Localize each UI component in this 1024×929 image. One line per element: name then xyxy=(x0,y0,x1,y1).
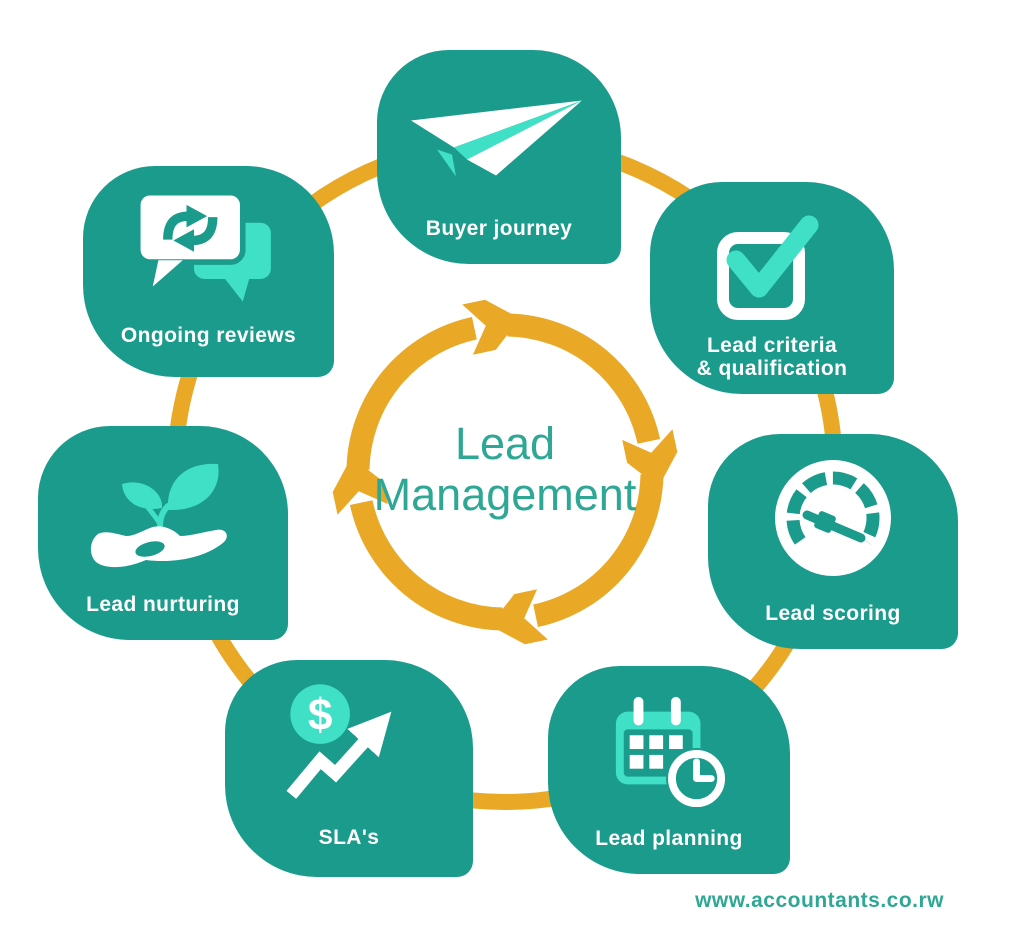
node-label: Ongoing reviews xyxy=(120,324,297,347)
gauge-icon xyxy=(775,459,891,576)
dollar-growth-icon: $ xyxy=(286,684,392,800)
center-title: Lead Management xyxy=(360,418,650,520)
checkbox-check-icon xyxy=(717,215,819,320)
watermark-url: www.accountants.co.rw xyxy=(695,889,944,912)
node-lead-scoring: Lead scoring xyxy=(708,434,958,649)
node-lead-nurturing: Lead nurturing xyxy=(38,426,288,640)
center-title-line2: Management xyxy=(373,469,637,520)
node-lead-planning: Lead planning xyxy=(548,666,790,874)
node-slas: $ SLA's xyxy=(225,660,473,877)
cycle-arrow-top-left xyxy=(346,299,521,470)
sync-arrows xyxy=(162,205,217,253)
node-label: Lead planning xyxy=(595,827,743,850)
paper-plane-icon xyxy=(411,100,582,177)
node-label: Buyer journey xyxy=(425,217,573,240)
node-label: Lead scoring xyxy=(765,602,901,625)
chat-sync-icon xyxy=(134,190,271,302)
node-buyer-journey: Buyer journey xyxy=(377,50,621,264)
calendar-grid xyxy=(629,735,683,769)
dollar-sign: $ xyxy=(308,691,333,740)
cycle-arrow-top-right xyxy=(507,313,678,488)
node-ongoing-reviews: Ongoing reviews xyxy=(83,166,334,377)
calendar-clock-icon xyxy=(615,697,728,810)
cycle-arrow-bottom-right xyxy=(489,474,664,645)
cycle-arrow-bottom-left xyxy=(332,456,503,631)
node-label: Lead criteria & qualification xyxy=(696,334,848,380)
node-label: Lead nurturing xyxy=(86,593,240,616)
center-title-line1: Lead xyxy=(454,418,556,469)
cycle-arrows xyxy=(332,299,678,645)
front-chat-bubble xyxy=(134,190,246,287)
plant-leaves xyxy=(122,463,219,531)
node-lead-criteria-qualification: Lead criteria & qualification xyxy=(650,182,894,394)
hand-plant-icon xyxy=(90,463,227,567)
node-label: SLA's xyxy=(318,826,380,849)
